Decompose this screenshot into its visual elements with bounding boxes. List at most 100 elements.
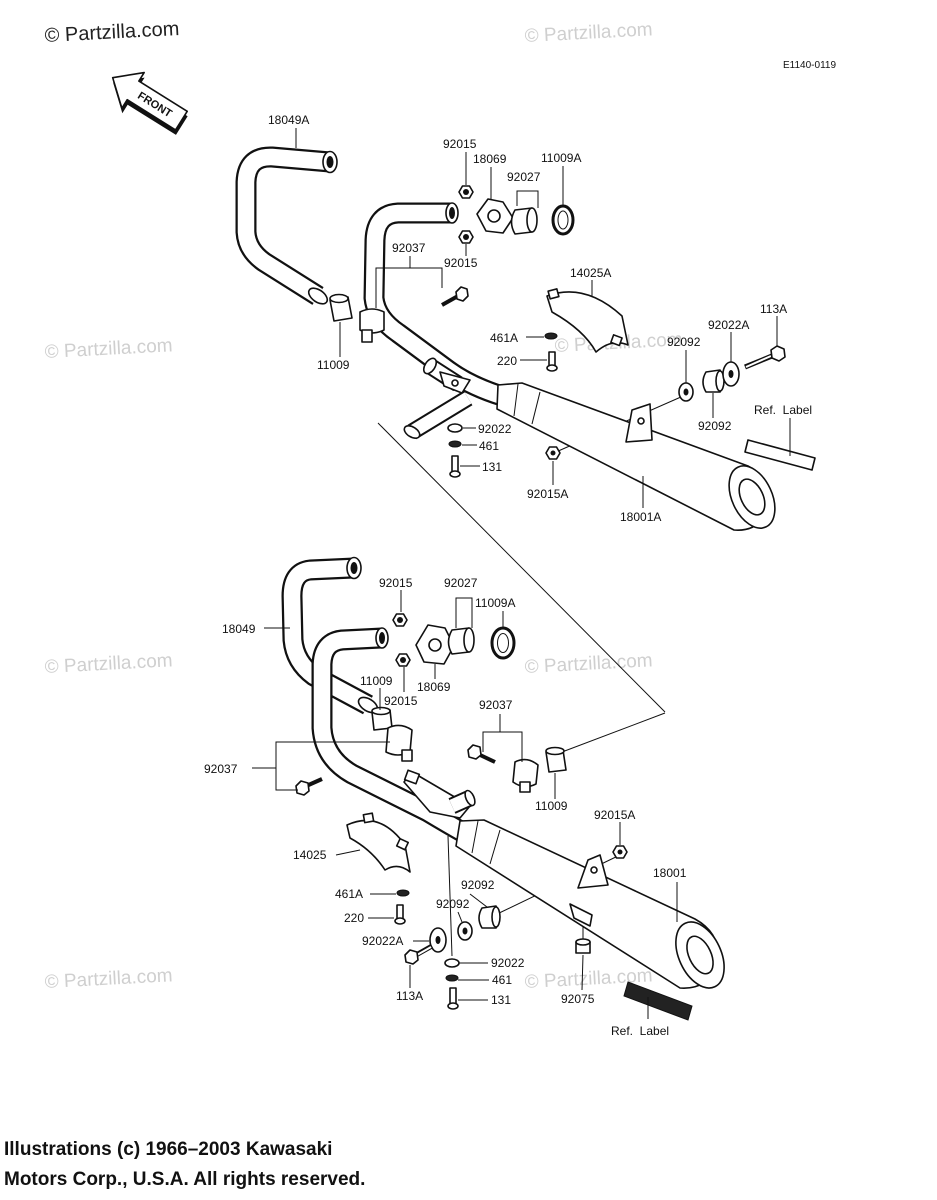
part-callout: 18001A — [620, 510, 661, 524]
ref-label-callout: Ref. Label — [754, 403, 812, 417]
bolt-head — [394, 917, 406, 925]
clamp-band — [512, 758, 539, 788]
nut-hole — [550, 450, 556, 456]
part-callout: 92075 — [561, 992, 595, 1006]
part-callout: 92015 — [443, 137, 477, 151]
clamp-tab — [361, 329, 373, 343]
part-callout: 92027 — [507, 170, 541, 184]
part-callout: 461 — [492, 973, 512, 987]
clamp-92037 — [512, 758, 539, 793]
part-callout: 92022 — [478, 422, 512, 436]
ref-label-plate — [744, 439, 816, 471]
bracket-hole — [637, 417, 645, 425]
heat-shield-14025 — [346, 812, 411, 873]
muffler-outlet-inner — [738, 478, 766, 516]
collar-end — [526, 207, 538, 233]
flange-18069 — [476, 198, 514, 234]
watermark: © Partzilla.com — [44, 965, 173, 993]
bottom-callouts: 92015 92027 18049 11009A 11009 18069 920… — [204, 576, 687, 1038]
bolt-head — [404, 949, 419, 965]
part-callout: 11009A — [475, 596, 515, 610]
part-callout: 131 — [482, 460, 502, 474]
part-callout: 92092 — [698, 419, 732, 433]
part-callout: 11009 — [360, 674, 393, 688]
bolt-head — [770, 345, 786, 362]
copyright-line-1: Illustrations (c) 1966–2003 Kawasaki — [4, 1139, 332, 1160]
collar-92027 — [447, 627, 475, 655]
collar-11009 — [371, 706, 393, 731]
nut-92015A — [612, 845, 628, 859]
gasket-11009A — [551, 204, 575, 236]
watermark: © Partzilla.com — [524, 650, 653, 678]
front-arrow-body — [111, 71, 189, 131]
muffler-seam — [471, 820, 479, 854]
washer-461 — [448, 440, 462, 448]
nut-92015 — [458, 230, 474, 244]
nut-92015 — [392, 613, 408, 627]
grommet-92092 — [678, 382, 694, 402]
clamp-92037 — [385, 724, 413, 762]
part-callout: 92037 — [204, 762, 238, 776]
front-arrow-icon: FRONT — [111, 71, 189, 135]
leader-line — [581, 954, 584, 991]
part-callout: 92092 — [667, 335, 701, 349]
part-callout: 92015A — [527, 487, 568, 501]
clamp-tab — [519, 781, 531, 793]
part-callout: 113A — [396, 989, 423, 1003]
grommet-92075 — [575, 938, 591, 954]
gasket-11009A — [490, 626, 516, 660]
pipe-opening — [326, 156, 334, 168]
ref-label-callout: Ref. Label — [611, 1024, 669, 1038]
part-callout: 11009 — [317, 358, 350, 372]
nut-hole — [463, 189, 469, 195]
mount-axis-line — [447, 835, 453, 957]
part-callout: 92022A — [362, 934, 403, 948]
part-callout: 18049A — [268, 113, 309, 127]
nut-92015A — [545, 446, 561, 460]
muffler-seam — [531, 391, 541, 425]
stub-pipe-fill — [408, 392, 472, 438]
muffler-body — [496, 382, 770, 531]
part-callout: 131 — [491, 993, 511, 1007]
part-callout: 92037 — [479, 698, 513, 712]
bolt-92037 — [295, 777, 323, 796]
leader-bracket — [275, 741, 390, 791]
copyright-notice: Illustrations (c) 1966–2003 Kawasaki Mot… — [4, 1139, 365, 1190]
part-callout: 220 — [497, 354, 517, 368]
part-callout: 11009A — [541, 151, 581, 165]
bracket-hole — [590, 866, 598, 874]
grommet-92092 — [702, 369, 725, 393]
grommet-92092 — [457, 921, 473, 941]
leader-line — [469, 893, 488, 908]
collar-92027 — [510, 207, 538, 235]
part-callout: 14025 — [293, 848, 327, 862]
shield-body — [346, 819, 411, 873]
part-callout: 92092 — [436, 897, 470, 911]
part-callout: 92015 — [384, 694, 418, 708]
pipe-fill — [283, 559, 372, 713]
shield-tab — [362, 812, 375, 824]
flange-hole — [428, 638, 442, 652]
part-callout: 18069 — [417, 680, 451, 694]
copyright-line-2: Motors Corp., U.S.A. All rights reserved… — [4, 1169, 365, 1190]
gasket-inner — [497, 633, 509, 653]
bolt-92037 — [467, 744, 496, 764]
ref-label-plate — [623, 981, 693, 1021]
leader-line — [335, 849, 361, 856]
washer-92022A — [722, 361, 740, 387]
watermark: © Partzilla.com — [44, 335, 173, 363]
pipe-end — [307, 287, 329, 305]
leader-lines — [295, 128, 791, 508]
gasket-inner — [557, 210, 569, 230]
bolt-131 — [449, 455, 461, 478]
part-callout: 92092 — [461, 878, 495, 892]
grommet-92092 — [478, 905, 501, 929]
stub-pipe-end — [422, 357, 438, 375]
top-assembly: 18049A 92015 18069 11009A 92027 92037 92… — [235, 113, 816, 713]
shield-tab — [610, 334, 623, 347]
collar-11009 — [545, 746, 567, 773]
part-callout: 92027 — [444, 576, 478, 590]
collar-end — [463, 627, 475, 653]
nut-hole — [617, 849, 623, 855]
